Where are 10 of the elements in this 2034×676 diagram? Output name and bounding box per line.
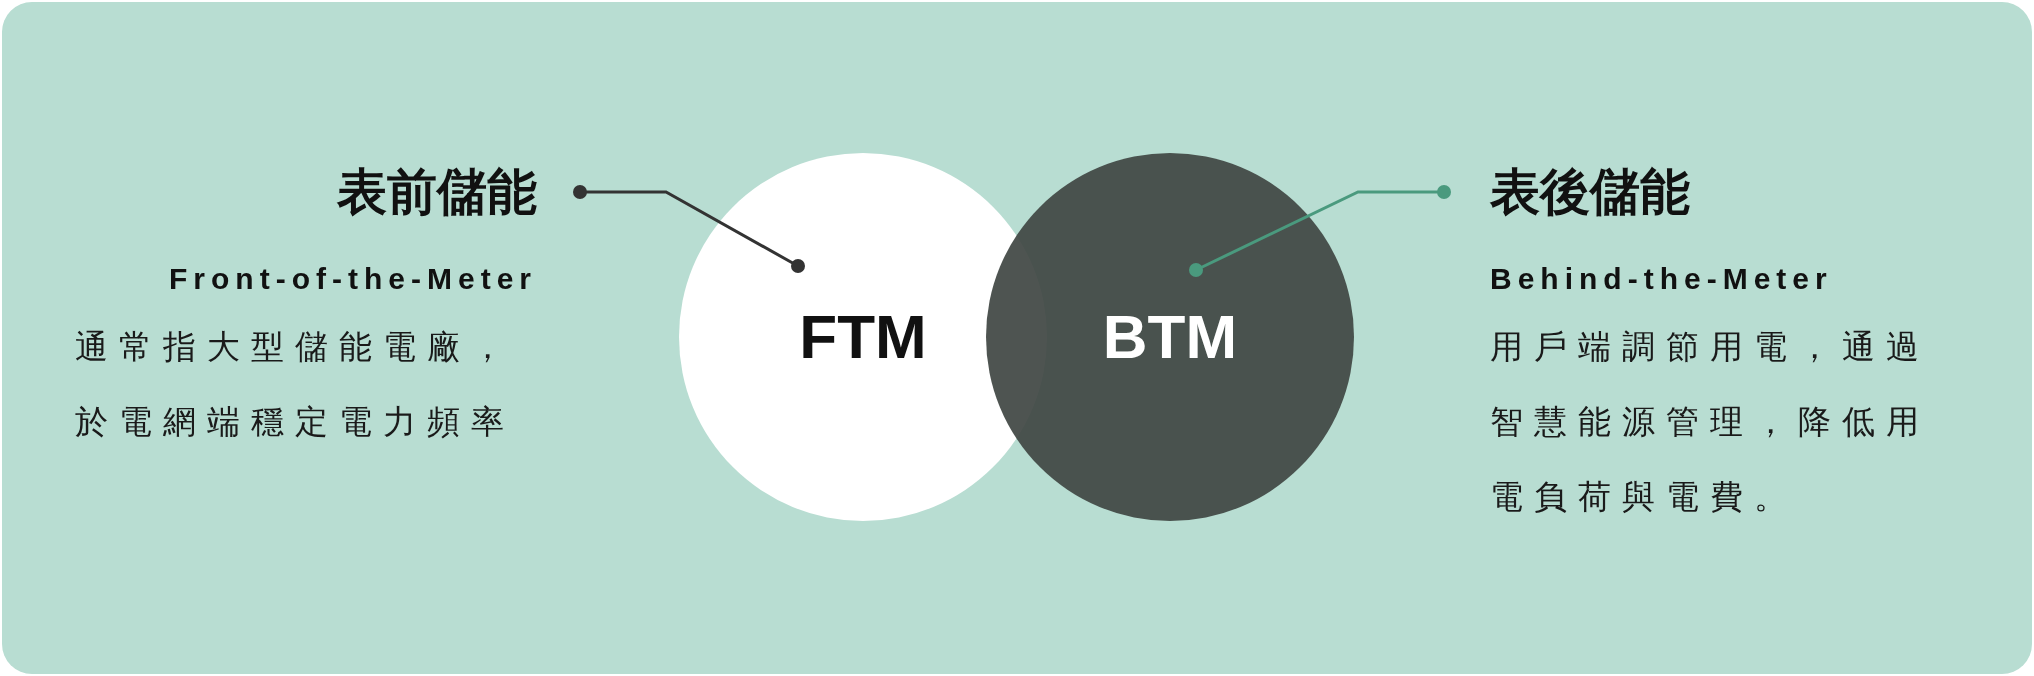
subheading: Behind-the-Meter [1490, 261, 1834, 297]
description: 用戶端調節用電，通過智慧能源管理，降低用電負荷與電費。 [1490, 327, 1931, 517]
leader-line [1189, 185, 1451, 277]
leader-line [573, 185, 805, 273]
heading: 表後儲能 [1490, 163, 1691, 221]
subheading: Front-of-the-Meter [168, 261, 537, 297]
circle-label: FTM [799, 306, 927, 368]
heading: 表前儲能 [336, 163, 537, 221]
description: 通常指大型儲能電廠，於電網端穩定電力頻率 [75, 327, 516, 442]
circle-label: BTM [1102, 306, 1238, 368]
